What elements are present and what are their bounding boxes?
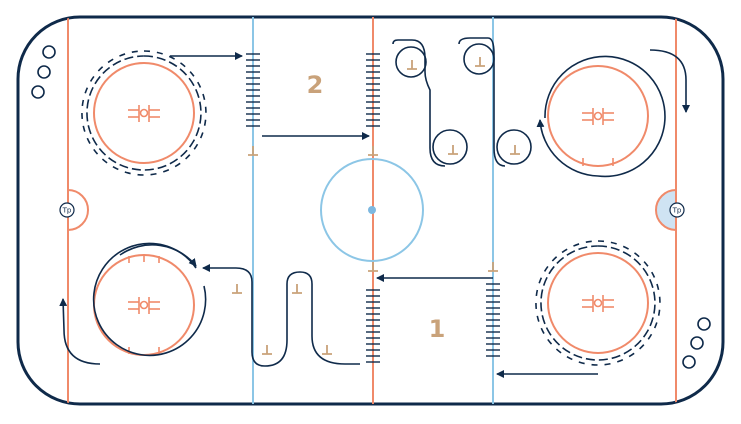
weave-path-bottom <box>202 264 360 367</box>
goalie-left: Tp <box>59 202 75 218</box>
goal-crease-right <box>655 188 677 232</box>
tick-ladder-right <box>486 283 500 357</box>
zone-label-2: 2 <box>307 71 324 99</box>
crossover-path-top-left <box>86 55 202 171</box>
faceoff-circle-top-left <box>93 62 195 164</box>
player-markers <box>232 57 520 355</box>
skate-path-tr-entry <box>649 49 690 113</box>
pylon-loop-2 <box>463 43 495 75</box>
svg-text:Tp: Tp <box>672 207 682 215</box>
circle-path-bottom-left-arrow <box>119 244 197 267</box>
pylon-loop-1 <box>395 46 427 78</box>
crossover-path-top-left-outer <box>81 50 207 176</box>
zone-label-1: 1 <box>429 315 446 343</box>
puck-pile-left <box>31 45 56 99</box>
faceoff-circle-top-right <box>547 65 649 167</box>
crossover-path-bottom-right-outer <box>535 240 661 366</box>
crossover-path-bottom-right <box>540 245 656 361</box>
tick-ladder-left <box>246 53 260 127</box>
pylon-loop-4 <box>496 129 532 165</box>
goalie-right: Tp <box>669 202 685 218</box>
skate-path-bl-exit <box>59 298 101 365</box>
tick-ladder-center-bottom <box>366 289 380 363</box>
center-circle <box>320 158 424 262</box>
weave-path-top-2 <box>458 37 506 167</box>
faceoff-circle-bottom-right <box>547 252 649 354</box>
goal-crease-left <box>67 189 89 231</box>
svg-text:Tp: Tp <box>62 207 72 215</box>
puck-pile-right <box>682 317 711 369</box>
pylon-loop-3 <box>432 129 468 165</box>
center-dot <box>368 206 376 214</box>
circle-path-bottom-left <box>92 242 207 357</box>
circle-path-top-right <box>536 55 666 178</box>
tick-ladder-center-top <box>366 53 380 127</box>
